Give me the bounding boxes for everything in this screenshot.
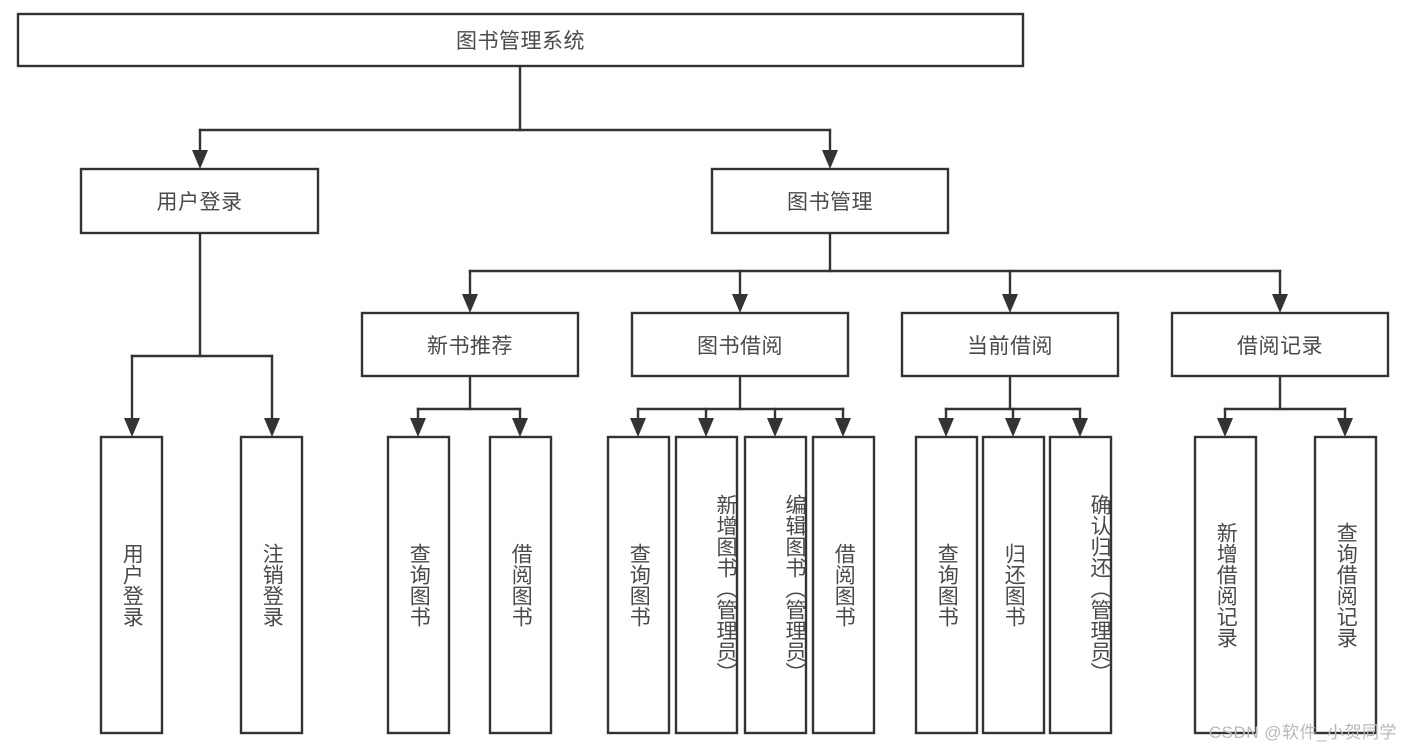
connector-group-new-book bbox=[410, 374, 528, 437]
node-box-leaf-book-borrow-1[interactable] bbox=[674, 435, 739, 735]
node-box-leaf-current-borrow-2[interactable] bbox=[1048, 435, 1113, 735]
connector-group-user-login bbox=[124, 231, 280, 437]
node-box-book-borrow[interactable] bbox=[630, 311, 850, 378]
node-box-root[interactable] bbox=[16, 12, 1025, 68]
connector-group-root bbox=[192, 64, 838, 169]
node-box-leaf-user-login-1[interactable] bbox=[239, 435, 304, 735]
node-box-current-borrow[interactable] bbox=[900, 311, 1120, 378]
node-box-borrow-record[interactable] bbox=[1170, 311, 1390, 378]
node-box-leaf-borrow-record-1[interactable] bbox=[1313, 435, 1378, 735]
node-box-leaf-borrow-record-0[interactable] bbox=[1193, 435, 1258, 735]
connector-group-current-borrow bbox=[938, 374, 1088, 437]
node-box-book-management[interactable] bbox=[710, 167, 950, 235]
node-box-leaf-book-borrow-2[interactable] bbox=[743, 435, 808, 735]
node-box-leaf-new-book-1[interactable] bbox=[488, 435, 553, 735]
node-box-leaf-new-book-0[interactable] bbox=[386, 435, 451, 735]
node-box-leaf-user-login-0[interactable] bbox=[99, 435, 164, 735]
node-box-leaf-current-borrow-0[interactable] bbox=[914, 435, 979, 735]
connector-group-borrow-record bbox=[1217, 374, 1353, 437]
node-box-new-book-recommend[interactable] bbox=[360, 311, 580, 378]
connector-group-book-mgmt bbox=[462, 231, 1288, 313]
connector-group-book-borrow bbox=[630, 374, 851, 437]
node-box-leaf-current-borrow-1[interactable] bbox=[981, 435, 1046, 735]
node-box-leaf-book-borrow-3[interactable] bbox=[811, 435, 876, 735]
node-box-leaf-book-borrow-0[interactable] bbox=[606, 435, 671, 735]
node-box-user-login[interactable] bbox=[79, 167, 320, 235]
